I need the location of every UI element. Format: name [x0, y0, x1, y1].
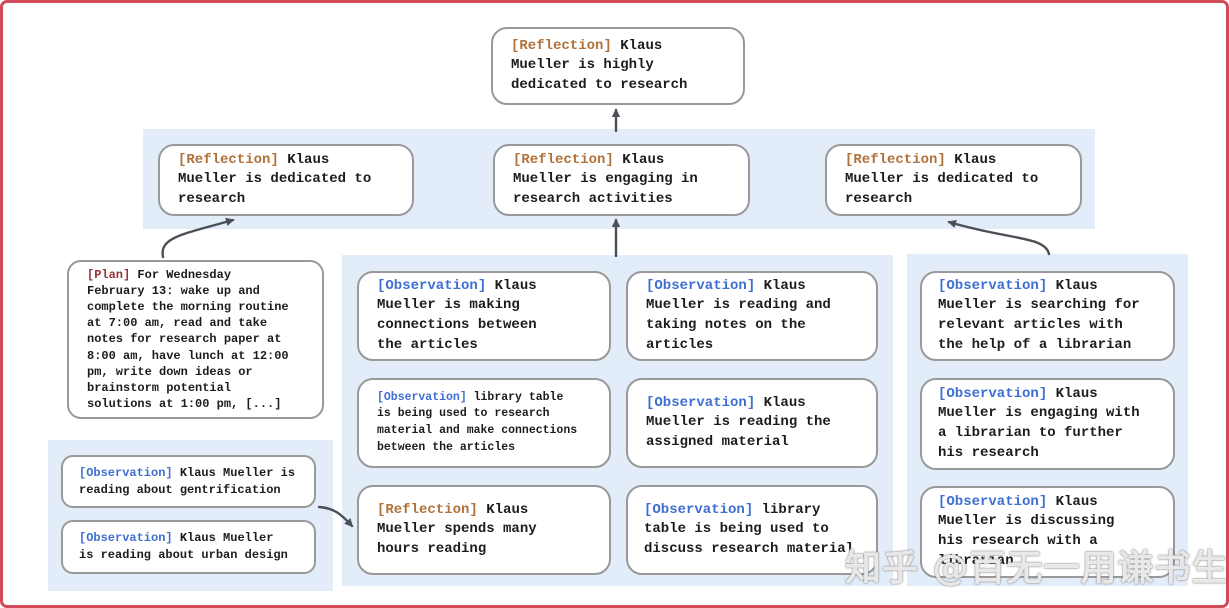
node-text: library table is being used to research …	[377, 390, 578, 454]
node-observation-searching-articles: [Observation] Klaus Mueller is searching…	[920, 271, 1175, 361]
node-text: library table is being used to discuss r…	[644, 501, 855, 557]
node-observation-library-table-research: [Observation] library table is being use…	[357, 378, 611, 468]
node-tag: [Reflection]	[511, 37, 612, 54]
node-text: For Wednesday February 13: wake up and c…	[87, 268, 289, 411]
node-reflection-row2-mid: [Reflection] Klaus Mueller is engaging i…	[493, 144, 750, 216]
node-tag: [Observation]	[377, 390, 467, 404]
node-observation-making-connections: [Observation] Klaus Mueller is making co…	[357, 271, 611, 361]
node-observation-gentrification: [Observation] Klaus Mueller is reading a…	[61, 455, 316, 508]
node-observation-urban-design: [Observation] Klaus Mueller is reading a…	[61, 520, 316, 574]
node-text: Klaus Mueller spends many hours reading	[377, 501, 537, 557]
node-text: Klaus Mueller is making connections betw…	[377, 277, 537, 353]
node-text: Klaus Mueller is reading about gentrific…	[79, 465, 296, 497]
node-text: Klaus Mueller is dedicated to research	[845, 151, 1039, 207]
node-reflection-row2-left: [Reflection] Klaus Mueller is dedicated …	[158, 144, 414, 216]
node-text: Klaus Mueller is engaging with a librari…	[938, 385, 1140, 461]
node-tag: [Observation]	[646, 277, 756, 294]
node-tag: [Reflection]	[845, 151, 946, 168]
node-observation-reading-taking-notes: [Observation] Klaus Mueller is reading a…	[626, 271, 878, 361]
node-plan: [Plan] For Wednesday February 13: wake u…	[67, 260, 324, 419]
node-observation-library-table-discuss: [Observation] library table is being use…	[626, 485, 878, 575]
node-tag: [Observation]	[644, 501, 754, 518]
node-observation-reading-assigned-material: [Observation] Klaus Mueller is reading t…	[626, 378, 878, 468]
node-tag: [Observation]	[646, 394, 756, 411]
node-text: Klaus Mueller is engaging in research ac…	[513, 151, 698, 207]
node-tag: [Reflection]	[178, 151, 279, 168]
node-tag: [Reflection]	[377, 501, 478, 518]
node-observation-engaging-librarian: [Observation] Klaus Mueller is engaging …	[920, 378, 1175, 470]
node-tag: [Observation]	[938, 493, 1048, 510]
node-text: Klaus Mueller is reading about urban des…	[79, 531, 288, 562]
zhihu-watermark: 知乎 @百无一用谦书生	[845, 548, 1229, 589]
node-tag: [Reflection]	[513, 151, 614, 168]
node-observation-discussing-research: [Observation] Klaus Mueller is discussin…	[920, 486, 1175, 578]
node-tag: [Observation]	[377, 277, 487, 294]
node-reflection-row2-right: [Reflection] Klaus Mueller is dedicated …	[825, 144, 1082, 216]
node-tag: [Observation]	[938, 385, 1048, 402]
node-text: Klaus Mueller is reading and taking note…	[646, 277, 831, 353]
node-tag: [Observation]	[938, 277, 1048, 294]
node-text: Klaus Mueller is reading the assigned ma…	[646, 394, 831, 450]
node-text: Klaus Mueller is discussing his research…	[938, 493, 1115, 569]
node-tag: [Observation]	[79, 531, 173, 546]
node-text: Klaus Mueller is highly dedicated to res…	[511, 37, 688, 93]
node-text: Klaus Mueller is searching for relevant …	[938, 277, 1140, 353]
node-reflection-spends-hours-reading: [Reflection] Klaus Mueller spends many h…	[357, 485, 611, 575]
node-tag: [Observation]	[79, 465, 173, 480]
node-tag: [Plan]	[87, 268, 131, 283]
node-text: Klaus Mueller is dedicated to research	[178, 151, 372, 207]
node-reflection-root: [Reflection] Klaus Mueller is highly ded…	[491, 27, 745, 105]
